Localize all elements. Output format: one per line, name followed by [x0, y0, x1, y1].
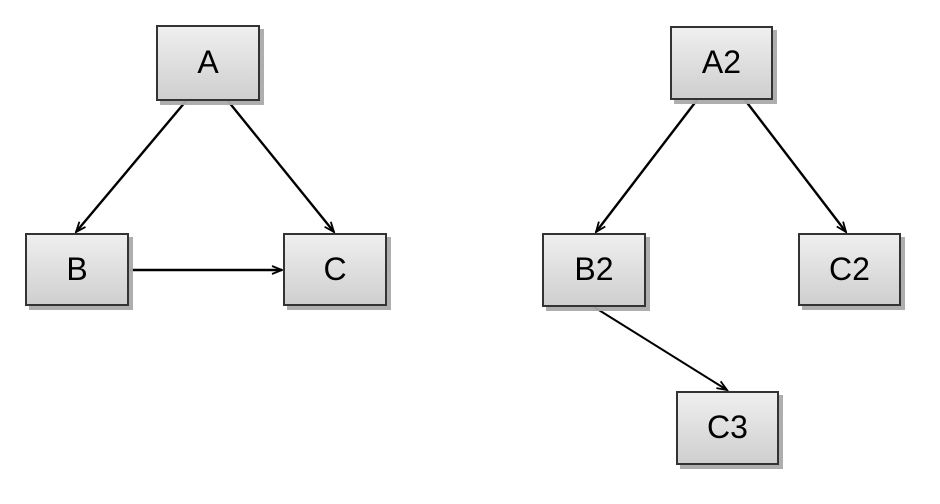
- node-b-label: B: [66, 250, 88, 287]
- edge-b2-to-c3: [593, 306, 730, 392]
- node-a-label: A: [197, 44, 219, 80]
- node-c-label: C: [323, 250, 347, 287]
- node-b2[interactable]: B2: [542, 233, 646, 307]
- node-c[interactable]: C: [283, 233, 387, 306]
- node-c3-label: C3: [707, 409, 748, 445]
- node-c2[interactable]: C2: [798, 233, 901, 306]
- node-a2[interactable]: A2: [670, 26, 773, 100]
- edge-a2-to-c2: [744, 99, 848, 234]
- node-c2-label: C2: [829, 250, 870, 287]
- node-b2-label: B2: [574, 251, 614, 287]
- edge-a2-to-b2: [594, 99, 698, 234]
- node-b[interactable]: B: [25, 233, 129, 306]
- node-a2-label: A2: [701, 44, 742, 80]
- node-c3[interactable]: C3: [676, 391, 779, 465]
- edge-a-to-c: [227, 100, 336, 234]
- node-a[interactable]: A: [156, 25, 260, 101]
- edge-a-to-b: [74, 100, 187, 234]
